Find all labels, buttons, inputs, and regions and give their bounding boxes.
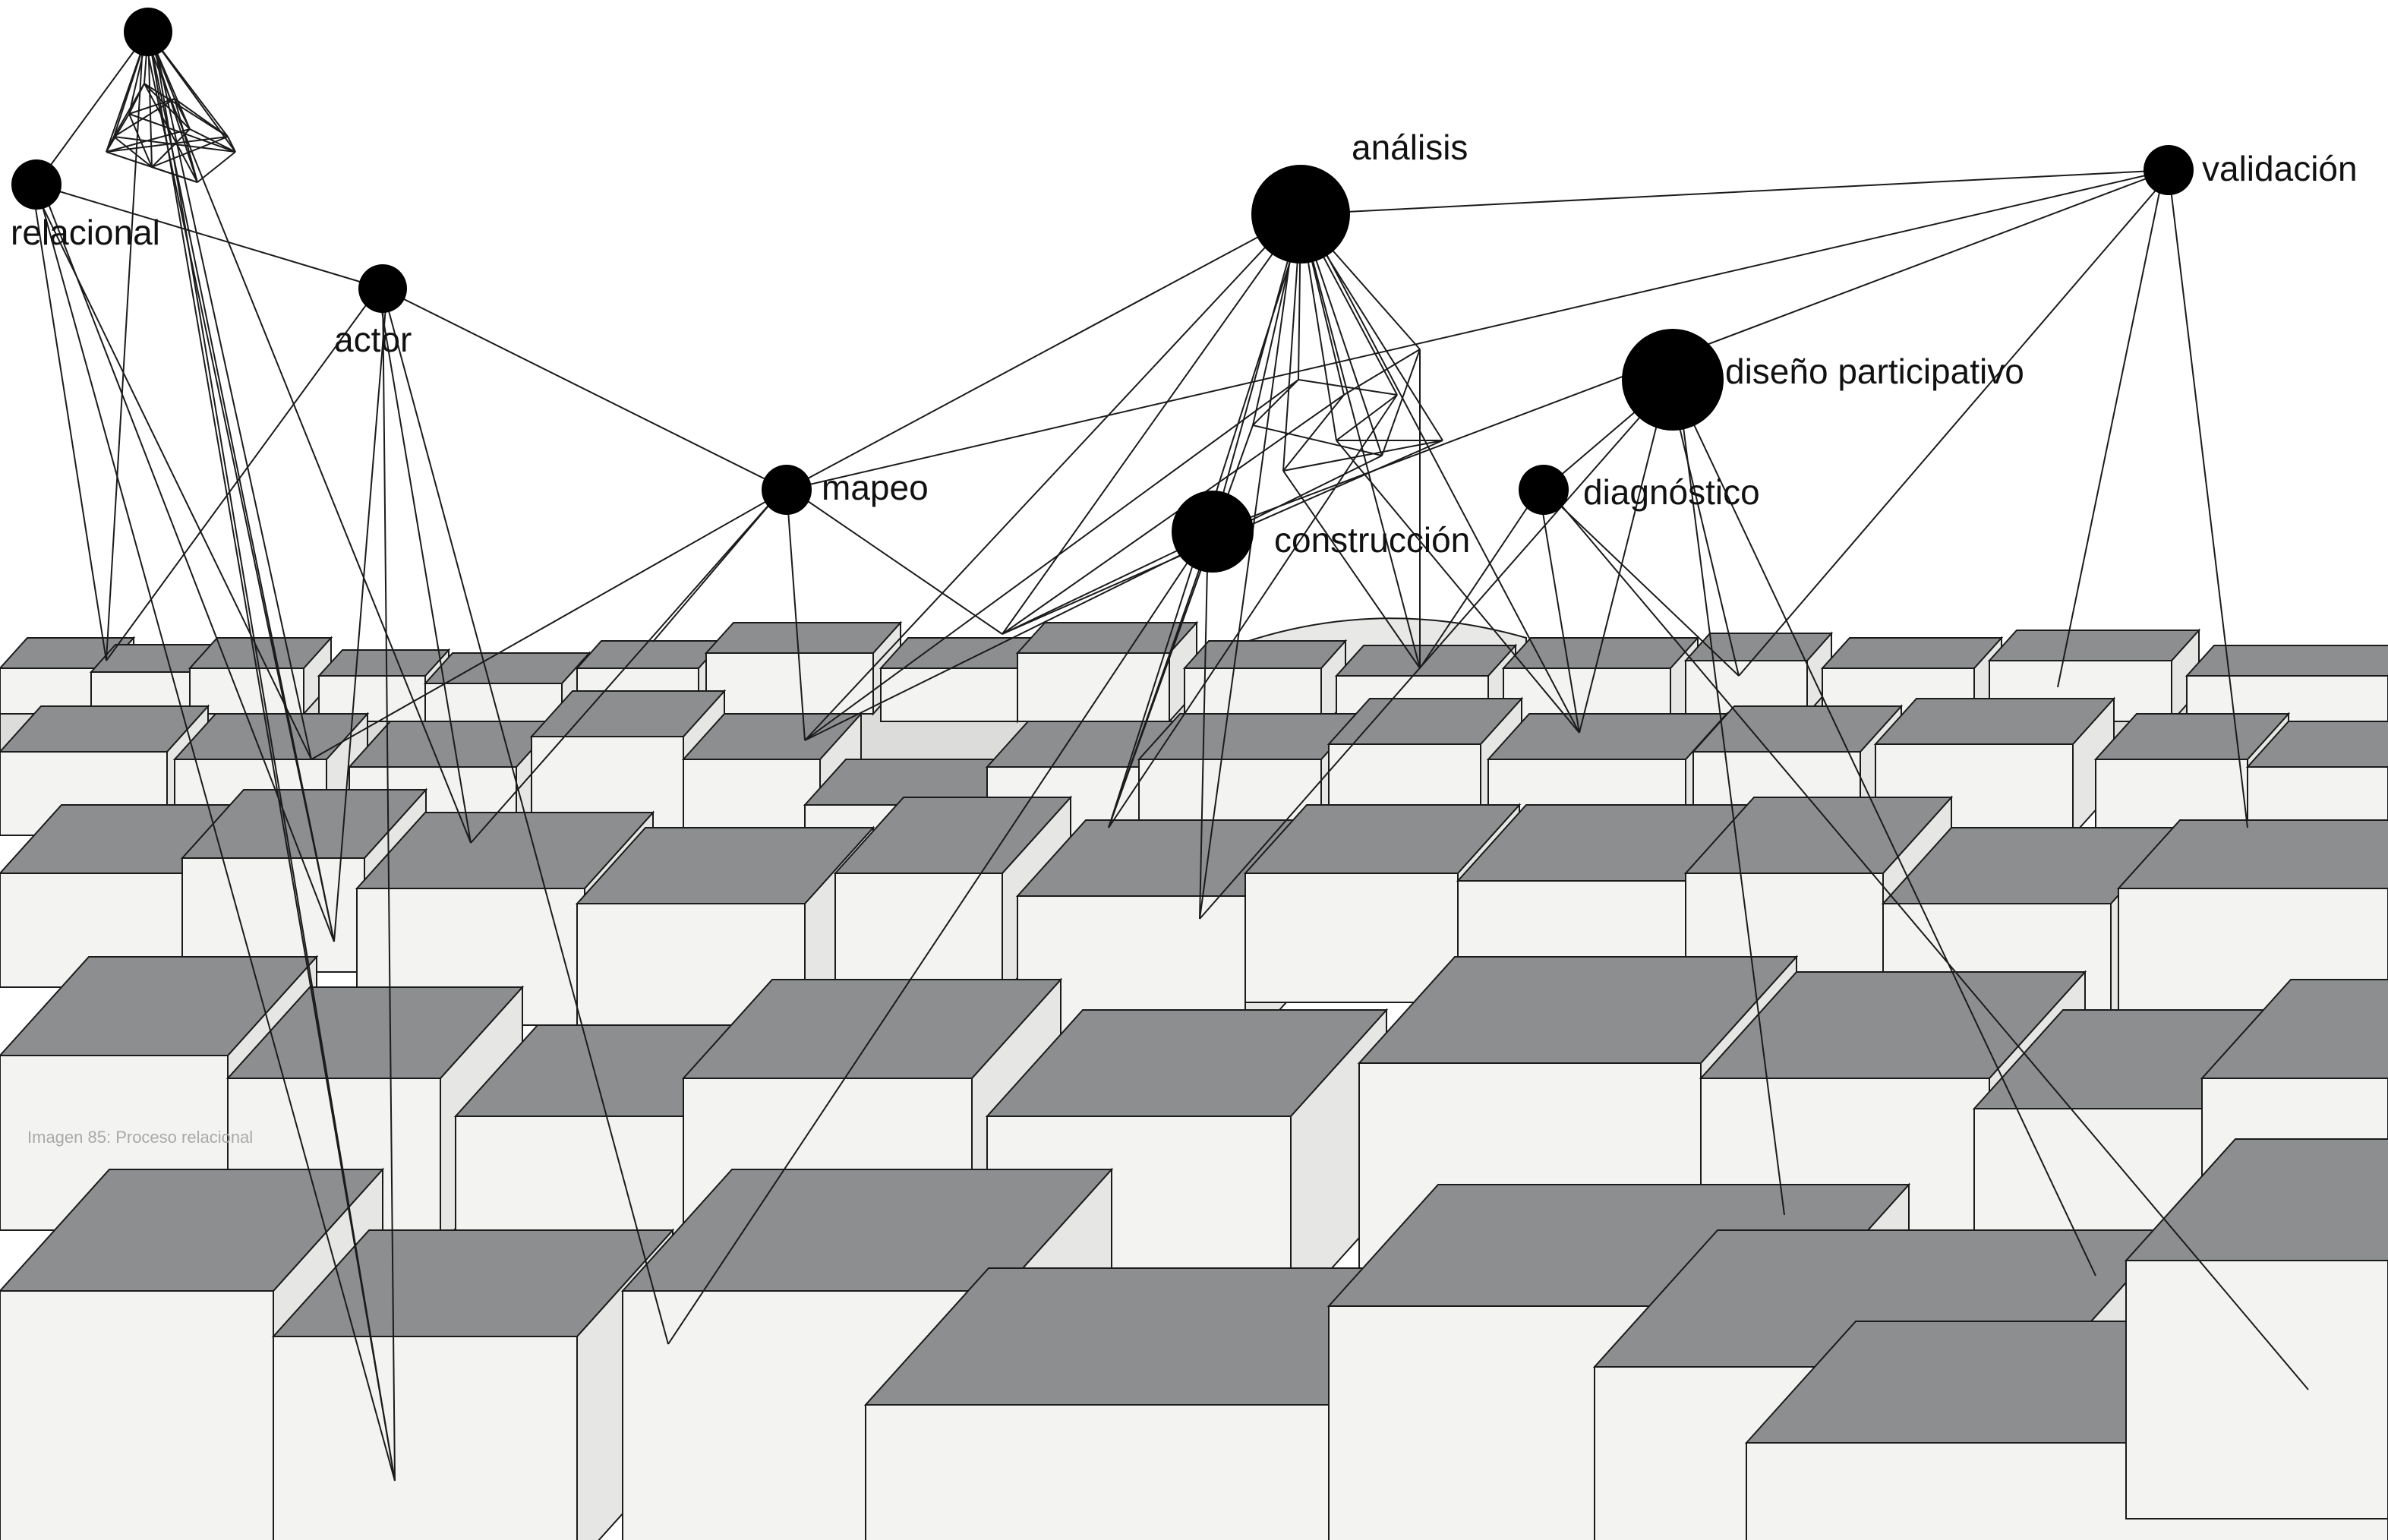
node-label-actor: actor — [334, 320, 412, 359]
network-edge — [1108, 394, 1398, 828]
network-edge — [128, 113, 236, 153]
node-label-diagnostico: diagnóstico — [1583, 472, 1760, 512]
network-edge — [1343, 349, 1421, 396]
node-actor — [358, 264, 407, 313]
network-edge — [36, 184, 383, 289]
network-edge — [377, 288, 472, 844]
network-edge — [1336, 440, 1580, 734]
network-edge — [1419, 489, 1540, 669]
node-relacional — [11, 159, 62, 210]
network-edge — [382, 288, 669, 1345]
network-edge — [382, 288, 787, 491]
network-edge — [1002, 213, 1301, 635]
network-edge — [786, 169, 2169, 491]
network-edge — [1381, 349, 1421, 456]
node-analisis — [1251, 165, 1350, 264]
network-edge — [1199, 213, 1297, 920]
network-edge — [113, 136, 153, 168]
node-label-analisis: análisis — [1352, 128, 1468, 167]
network-edge — [106, 288, 379, 661]
node-label-construccion: construcción — [1274, 520, 1470, 560]
network-edge — [804, 379, 1299, 741]
network-edge — [786, 489, 806, 741]
network-edge — [1298, 379, 1398, 396]
network-edge — [333, 288, 388, 942]
building-block — [681, 712, 863, 845]
network-edge — [31, 184, 107, 661]
network-edge — [1252, 424, 1383, 456]
network-edge — [804, 455, 1383, 741]
network-edge — [152, 31, 312, 760]
network-edge — [1282, 394, 1345, 472]
network-edge — [1336, 394, 1398, 441]
network-edge — [106, 31, 144, 661]
network-edge — [786, 213, 1301, 491]
network-edge — [311, 489, 787, 760]
node-label-validacion: validación — [2202, 149, 2358, 188]
network-edge — [2168, 169, 2248, 828]
network-edge — [804, 213, 1297, 741]
network-edge — [1199, 531, 1209, 920]
network-edge — [1543, 489, 1740, 677]
node-label-mapeo: mapeo — [822, 468, 929, 507]
network-edge — [128, 98, 175, 115]
network-edge — [1547, 489, 2309, 1390]
network-edge — [1282, 470, 1421, 669]
node-top — [124, 8, 172, 56]
node-construccion — [1172, 491, 1254, 573]
network-edge — [790, 489, 1003, 635]
network-edge — [1212, 213, 1301, 532]
node-label-diseno: diseño participativo — [1725, 352, 2024, 391]
network-edge — [2057, 169, 2165, 688]
node-diseno — [1622, 329, 1724, 431]
network-edge — [31, 184, 312, 760]
network-edge — [151, 166, 198, 183]
network-edge — [1677, 379, 1785, 1216]
network-edge — [189, 128, 236, 153]
network-edge — [36, 31, 149, 185]
network-edge — [40, 184, 335, 942]
network-nodes: relacional actor mapeo análisis construcción… — [11, 8, 2358, 573]
node-diagnostico — [1519, 465, 1569, 515]
node-label-relacional: relacional — [11, 213, 160, 252]
network-edge — [147, 31, 236, 153]
network-edge — [1738, 169, 2174, 677]
network-edge — [470, 489, 783, 844]
network-edge — [147, 31, 335, 942]
network-edge — [1304, 213, 1580, 734]
network-edge — [144, 83, 198, 183]
network-edge — [143, 31, 472, 844]
network-edge — [197, 151, 236, 183]
network-edge — [1199, 379, 1673, 920]
network-edge — [667, 531, 1209, 1345]
network-edge — [382, 288, 396, 1482]
network-edge — [144, 83, 191, 130]
network-edge — [113, 98, 175, 137]
figure-caption: Imagen 85: Proceso relacional — [27, 1128, 253, 1147]
network-edges — [31, 31, 2309, 1482]
network-edge — [1108, 424, 1254, 828]
node-mapeo — [762, 465, 812, 515]
building-block — [271, 1228, 675, 1540]
network-edge — [1002, 394, 1345, 635]
network-edge — [1672, 379, 2096, 1276]
network-edge — [147, 31, 198, 183]
network-edge — [1300, 169, 2169, 215]
city-block-model — [0, 617, 2388, 1540]
building-block — [2124, 1138, 2388, 1521]
node-validacion — [2144, 145, 2194, 195]
network-edge — [1579, 379, 1669, 734]
network-edge — [113, 83, 145, 137]
network-edge — [1538, 489, 1580, 734]
network-edge — [151, 128, 191, 168]
network-edge — [1252, 379, 1299, 426]
network-edge — [106, 136, 229, 153]
network-edge — [1282, 440, 1443, 472]
network-edge — [144, 83, 229, 137]
network-edge — [36, 184, 396, 1482]
network-edge — [152, 31, 396, 1482]
